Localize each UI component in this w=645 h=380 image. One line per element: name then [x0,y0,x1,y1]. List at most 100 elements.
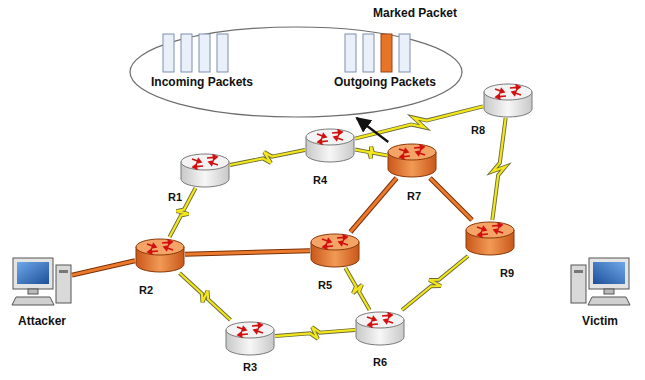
arrow-line [357,118,389,142]
router-node: R4 [305,127,355,163]
network-link [180,273,231,320]
router-arrow [193,164,203,168]
link-outline [230,150,305,165]
node-icon [180,152,230,188]
packet-bar [199,34,210,72]
router-arrow [323,244,333,248]
node-icon [355,310,405,346]
link-core [350,178,396,232]
attack-path-link [350,178,396,232]
router-arrow [494,229,503,233]
callout-text: Incoming Packets [151,76,253,89]
link-outline [180,273,231,320]
link-outline [402,256,468,310]
router-arrow [317,134,326,138]
attack-path-link [72,261,135,275]
router-top [181,154,229,170]
host-label: Victim [582,315,618,328]
packet-bar [181,34,192,72]
link-outline [430,178,472,220]
router-arrow [512,91,521,95]
router-node: R3 [225,320,275,356]
router-arrow [147,244,156,248]
link-core [492,118,505,220]
router-arrow [492,223,502,227]
router-arrow [368,322,378,326]
router-arrow [400,154,410,158]
link-outline [185,251,310,255]
network-link [492,118,505,220]
router-top [226,322,274,338]
router-label: R8 [469,124,487,136]
router-top [484,84,532,100]
callout-arrow [357,118,389,142]
link-core [345,268,369,310]
router-arrow [209,161,218,165]
router-arrow [207,155,217,159]
router-arrow [496,94,506,98]
network-link [230,150,305,165]
network-link [345,268,369,310]
link-core [72,261,135,275]
packet-callout: Marked PacketIncoming PacketsOutgoing Pa… [128,26,464,118]
network-link [275,327,355,339]
router-label: R7 [405,190,423,202]
node-icon [483,82,533,118]
router-arrow [254,329,263,333]
packet-bar [217,34,228,72]
router-label: R4 [311,174,329,186]
router-top [356,312,404,328]
host-label: Attacker [18,315,66,328]
router-arrow [332,130,342,134]
router-label: R2 [137,284,155,296]
attack-path-link [430,178,472,220]
router-node: R7 [387,142,437,178]
router-node: R6 [355,310,405,346]
callout-text: Outgoing Packets [334,76,436,89]
router-arrow [367,317,376,321]
link-core [355,146,387,158]
packet-bar [363,34,374,72]
link-core [230,150,305,165]
router-label: R1 [166,191,184,203]
computer-node: Victim [570,257,630,307]
computer-icon [12,258,71,305]
router-arrow [416,151,425,155]
node-icon [305,127,355,163]
router-arrow [237,327,246,331]
node-icon [465,220,515,256]
router-arrow [384,319,393,323]
router-arrow [162,240,172,244]
router-top [466,222,514,238]
network-link [402,256,468,310]
link-outline [492,118,505,220]
packet-bar [345,34,356,72]
router-arrow [399,149,408,153]
link-core [185,251,310,255]
router-top [388,144,436,160]
router-arrow [510,85,520,89]
router-node: R8 [483,82,533,118]
router-node: R5 [310,232,360,268]
router-arrow [148,249,158,253]
router-arrow [414,145,424,149]
router-label: R5 [316,279,334,291]
router-arrow [334,136,343,140]
node-icon [387,142,437,178]
link-outline [275,327,355,339]
link-outline [72,261,135,275]
router-arrow [238,332,248,336]
router-arrow [337,235,347,239]
router-node: R2 [135,237,185,273]
router-arrow [318,139,328,143]
router-arrow [322,239,331,243]
node-icon [570,257,630,307]
router-arrow [478,232,488,236]
network-link [355,146,387,158]
router-top [136,239,184,255]
router-label: R6 [371,356,389,368]
callout-text: Marked Packet [373,7,457,20]
link-core [180,273,231,320]
packet-bar [399,34,410,72]
packet-bar [163,34,174,72]
